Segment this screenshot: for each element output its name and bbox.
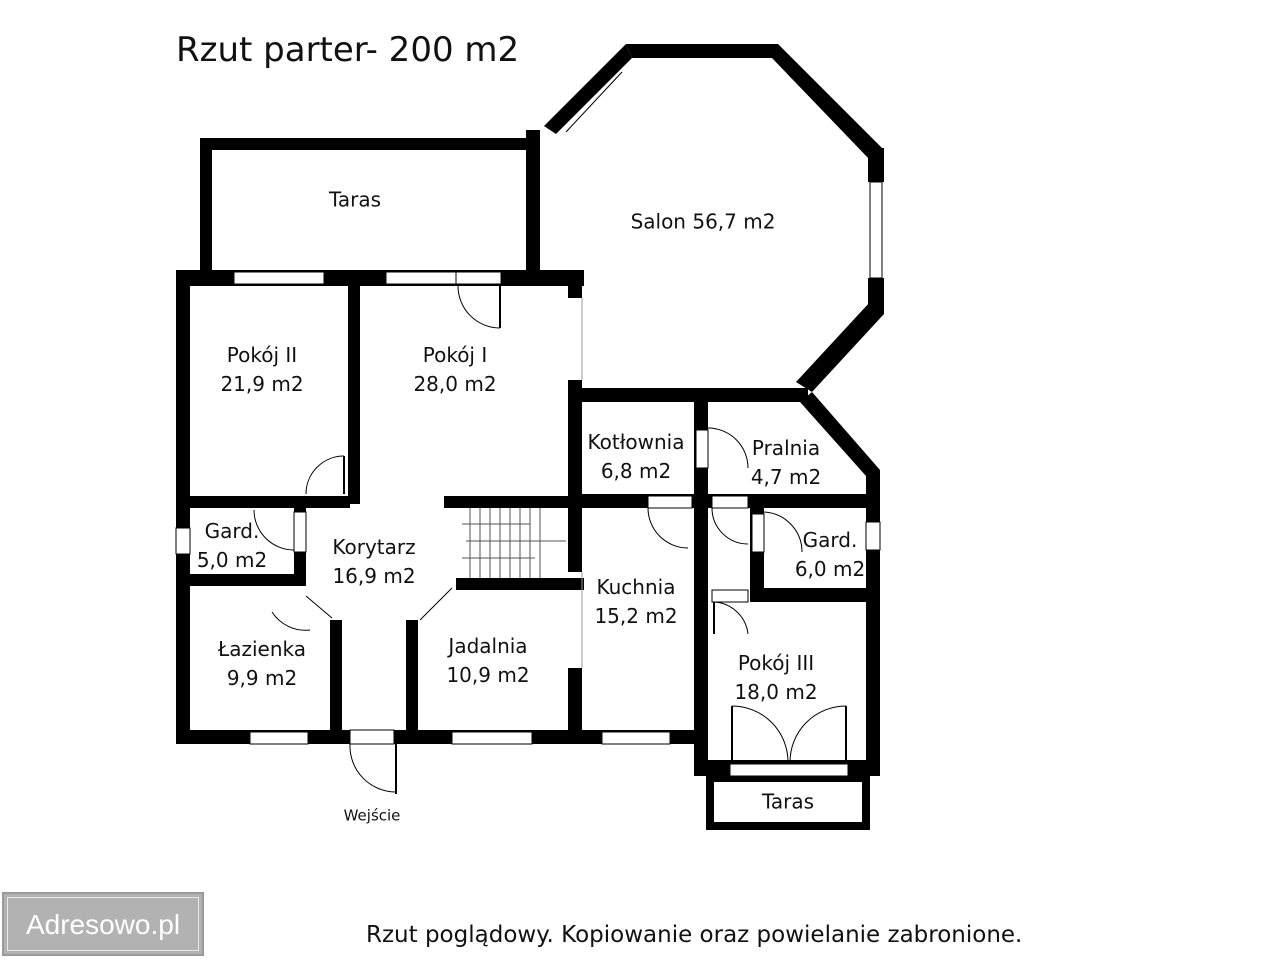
- room-pralnia: Pralnia 4,7 m2: [751, 434, 821, 492]
- room-name: Taras: [761, 789, 815, 814]
- room-name: Korytarz: [332, 535, 416, 559]
- entrance-label: Wejście: [343, 806, 401, 825]
- room-salon: Salon 56,7 m2: [631, 208, 776, 237]
- room-name: Gard.: [802, 528, 858, 552]
- room-name: Gard.: [204, 519, 260, 543]
- room-name: Pokój I: [422, 343, 488, 367]
- room-name: Pokój II: [226, 343, 298, 367]
- room-lazienka: Łazienka 9,9 m2: [218, 635, 306, 693]
- room-name: Łazienka: [217, 637, 307, 661]
- room-area: 15,2 m2: [594, 604, 678, 628]
- room-name: Salon 56,7 m2: [630, 209, 776, 234]
- room-area: 18,0 m2: [734, 680, 818, 704]
- room-name: Pralnia: [751, 436, 821, 460]
- room-taras-top: Taras: [329, 186, 381, 215]
- room-garderoba-1: Gard. 5,0 m2: [197, 517, 267, 575]
- room-area: 9,9 m2: [226, 666, 298, 690]
- room-korytarz: Korytarz 16,9 m2: [332, 533, 415, 591]
- watermark-text: Adresowo.pl: [7, 897, 199, 951]
- room-area: 16,9 m2: [332, 564, 416, 588]
- room-name: Kotłownia: [587, 430, 685, 454]
- footer-note: Rzut poglądowy. Kopiowanie oraz powielan…: [366, 922, 1023, 948]
- room-area: 6,0 m2: [794, 557, 866, 581]
- room-garderoba-2: Gard. 6,0 m2: [795, 526, 865, 584]
- room-kotlownia: Kotłownia 6,8 m2: [588, 428, 685, 486]
- room-kuchnia: Kuchnia 15,2 m2: [594, 573, 677, 631]
- room-jadalnia: Jadalnia 10,9 m2: [446, 632, 529, 690]
- room-name: Kuchnia: [596, 575, 676, 599]
- room-taras-bottom: Taras: [762, 788, 814, 817]
- room-pokoj-1: Pokój I 28,0 m2: [413, 341, 496, 399]
- room-area: 28,0 m2: [413, 372, 497, 396]
- room-area: 4,7 m2: [750, 465, 822, 489]
- room-name: Pokój III: [737, 651, 815, 675]
- room-pokoj-2: Pokój II 21,9 m2: [220, 341, 303, 399]
- room-name: Taras: [328, 187, 382, 212]
- watermark-badge: Adresowo.pl: [2, 892, 204, 956]
- room-name: Jadalnia: [448, 634, 528, 658]
- room-area: 10,9 m2: [446, 663, 530, 687]
- plan-title: Rzut parter- 200 m2: [176, 30, 520, 70]
- room-pokoj-3: Pokój III 18,0 m2: [734, 649, 817, 707]
- room-area: 21,9 m2: [220, 372, 304, 396]
- room-area: 6,8 m2: [600, 459, 672, 483]
- room-area: 5,0 m2: [196, 548, 268, 572]
